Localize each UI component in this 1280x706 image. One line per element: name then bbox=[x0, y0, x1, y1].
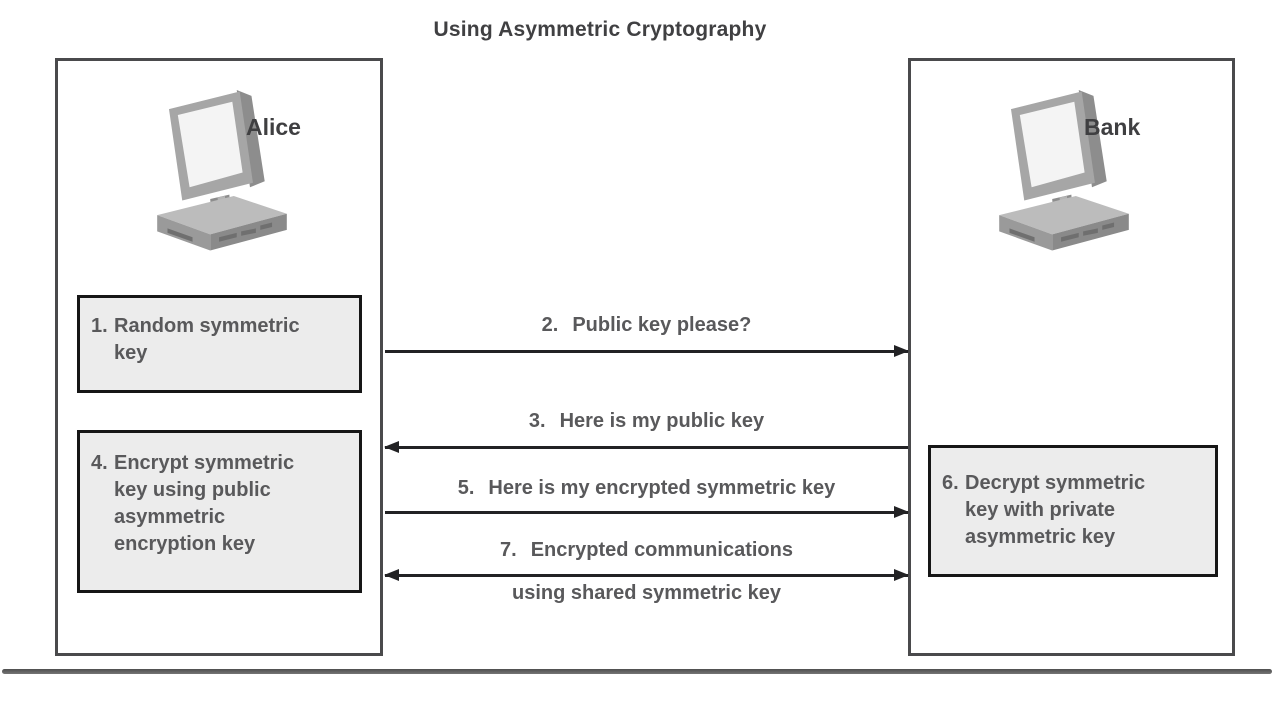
alice-label: Alice bbox=[246, 114, 301, 140]
step-number: 1. bbox=[91, 315, 108, 337]
message-7-label-line2: using shared symmetric key bbox=[385, 582, 908, 605]
step-text: Random symmetric key bbox=[114, 315, 300, 364]
arrow-step2-right bbox=[385, 345, 909, 358]
step-text: Encrypt symmetric key using public asymm… bbox=[114, 452, 295, 555]
step-text: Decrypt symmetric key with private asymm… bbox=[965, 472, 1146, 548]
page-title: Using Asymmetric Cryptography bbox=[433, 18, 767, 41]
arrow-step5-right bbox=[385, 506, 909, 519]
message-text: Public key please? bbox=[572, 314, 752, 336]
step-number: 4. bbox=[91, 452, 108, 474]
message-text: Here is my public key bbox=[559, 410, 765, 432]
arrowhead-left-icon bbox=[384, 441, 399, 453]
bottom-divider bbox=[2, 669, 1272, 674]
arrowhead-right-icon bbox=[894, 345, 909, 357]
arrow-shaft bbox=[385, 574, 908, 577]
message-3-label: 3. Here is my public key bbox=[385, 410, 908, 433]
step-box-1: 1. Random symmetric key bbox=[77, 295, 362, 393]
arrowhead-left-icon bbox=[384, 569, 399, 581]
message-7-label-line1: 7. Encrypted communications bbox=[385, 539, 908, 562]
message-number: 2. bbox=[541, 314, 559, 336]
computer-icon bbox=[157, 90, 287, 251]
step-number: 6. bbox=[942, 472, 959, 494]
message-text: Encrypted communications bbox=[530, 539, 793, 561]
message-2-label: 2. Public key please? bbox=[385, 314, 908, 337]
message-number: 5. bbox=[457, 477, 475, 499]
arrow-step3-left bbox=[384, 441, 908, 454]
message-text: using shared symmetric key bbox=[511, 582, 781, 604]
message-number: 7. bbox=[500, 539, 517, 561]
message-5-label: 5. Here is my encrypted symmetric key bbox=[385, 477, 908, 500]
message-number: 3. bbox=[528, 410, 546, 432]
message-text: Here is my encrypted symmetric key bbox=[488, 477, 836, 499]
arrowhead-right-icon bbox=[894, 569, 909, 581]
arrow-shaft bbox=[385, 350, 908, 353]
arrowhead-right-icon bbox=[894, 506, 909, 518]
computer-icon bbox=[999, 90, 1129, 251]
arrow-step7-both bbox=[384, 569, 909, 582]
step-box-6: 6. Decrypt symmetric key with private as… bbox=[928, 445, 1218, 577]
arrow-shaft bbox=[385, 446, 908, 449]
step-box-4: 4. Encrypt symmetric key using public as… bbox=[77, 430, 362, 593]
arrow-shaft bbox=[385, 511, 908, 514]
bank-label: Bank bbox=[1084, 114, 1141, 140]
